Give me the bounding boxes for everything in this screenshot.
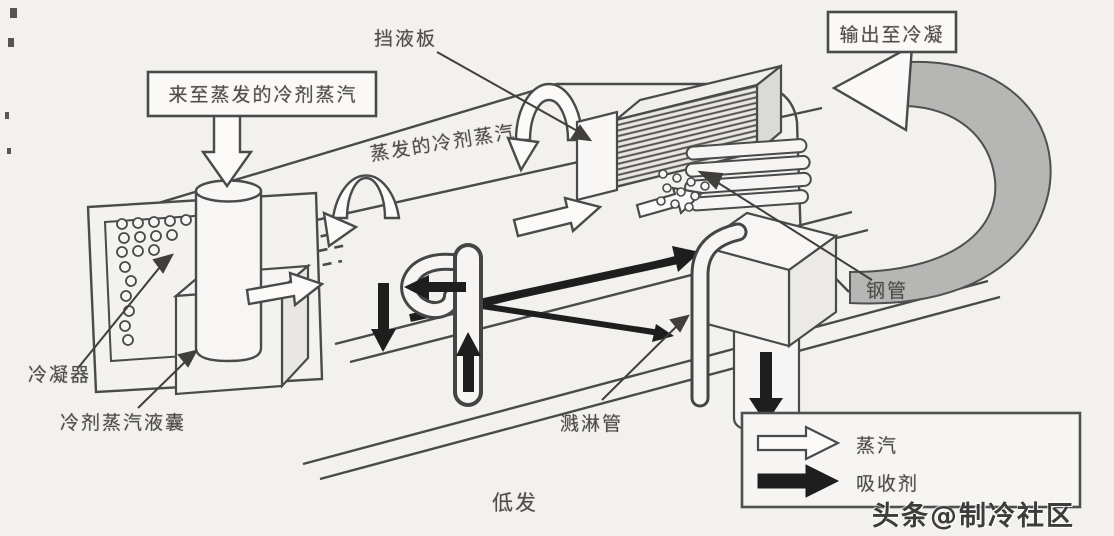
- legend-absorbent-label: 吸收剂: [856, 473, 920, 495]
- label-condenser: 冷凝器: [28, 364, 92, 386]
- label-low-pressure-generator: 低发: [492, 491, 538, 515]
- label-spray-pipe: 溅淋管: [560, 413, 624, 435]
- spray-droplets: [656, 169, 710, 212]
- legend-absorbent-arrow: [757, 464, 840, 498]
- vapor-flow-dashed-lines: [255, 229, 348, 280]
- absorber-box: [697, 211, 839, 349]
- watermark: 头条@制冷社区: [872, 501, 1075, 532]
- vapor-inlet-arrow: [200, 112, 254, 189]
- label-steel-tube: 钢管: [866, 280, 909, 302]
- tube-bundle: [575, 63, 783, 202]
- baffle-plate-shape: [575, 110, 619, 202]
- label-baffle-plate: 挡液板: [374, 28, 438, 50]
- output-curved-arrow: [831, 43, 1052, 305]
- inlet-cylinder: [194, 179, 263, 363]
- vapor-arrow-main: [512, 196, 603, 238]
- label-pointers: [77, 51, 873, 409]
- legend-box: [740, 411, 1082, 509]
- j-pipe: [690, 222, 748, 408]
- label-outlet-to-condenser: 输出至冷凝: [839, 24, 945, 46]
- scan-speck-marks: [5, 8, 17, 154]
- vapor-arch-arrow-left: [322, 174, 401, 249]
- label-vapor-liquid-bag: 冷剂蒸汽液囊: [60, 412, 187, 434]
- label-box-frames: [146, 10, 958, 118]
- legend-vapor-label: 蒸汽: [856, 435, 899, 457]
- vapor-arrow-from-box: [245, 271, 325, 308]
- absorbent-arrows: [371, 275, 783, 424]
- label-incoming-vapor: 来至蒸发的冷剂蒸汽: [168, 84, 358, 106]
- condenser-tube-ends: [116, 213, 208, 346]
- u-pipe: [400, 243, 483, 407]
- output-arrowhead: [831, 43, 914, 133]
- legend-vapor-arrow: [756, 425, 841, 461]
